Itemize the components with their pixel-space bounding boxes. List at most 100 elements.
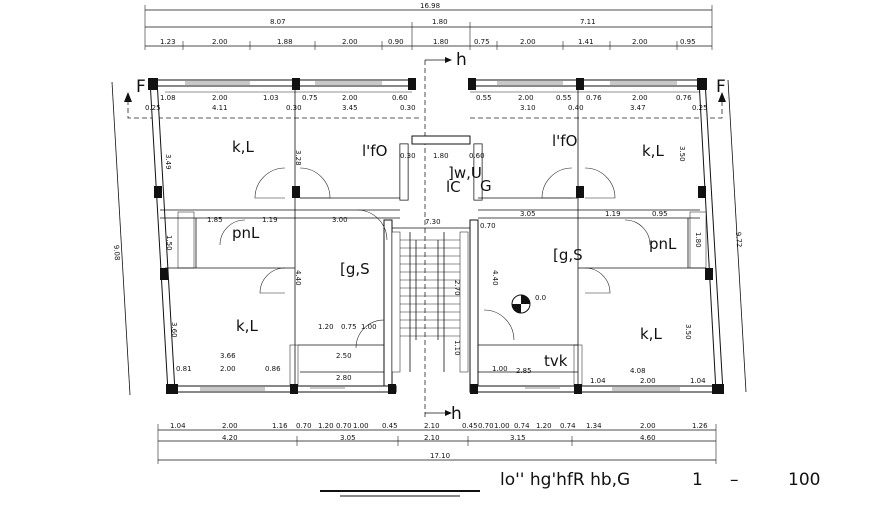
dim-top-seg-5: 0.90 — [388, 38, 404, 46]
dim-right-side: 9.72 — [734, 232, 743, 248]
idim-23: 1.19 — [262, 216, 278, 224]
idim-40: 1.20 — [318, 323, 334, 331]
bdim-8: 0.45 — [382, 422, 398, 430]
bdim-14: 1.20 — [536, 422, 552, 430]
idim-7: 0.55 — [476, 94, 492, 102]
section-mark-left: F — [136, 77, 146, 97]
idim-14: 4.11 — [212, 104, 228, 112]
idim-20: 3.47 — [630, 104, 646, 112]
dim-left-side: 9.08 — [112, 245, 121, 261]
bdim-13: 0.74 — [514, 422, 530, 430]
idim-10: 0.76 — [586, 94, 602, 102]
idim-29: 3.49 — [164, 154, 172, 170]
bdim-23: 4.60 — [640, 434, 656, 442]
interior-dimensions: 1.08 2.00 1.03 0.75 2.00 0.60 0.55 2.00 … — [145, 94, 708, 385]
room-lift: lC — [446, 178, 461, 196]
room-wc: ]w,U — [448, 164, 482, 182]
title-scale-b: 100 — [788, 470, 820, 490]
idim-39: 1.10 — [453, 340, 461, 356]
structural-columns — [148, 78, 724, 394]
room-bath-left: pnL — [232, 224, 260, 242]
idim-47: 2.00 — [220, 365, 236, 373]
idim-45: 2.85 — [516, 367, 532, 375]
idim-17: 0.30 — [400, 104, 416, 112]
title-scale-a: 1 — [692, 470, 703, 490]
dim-top-seg-2: 2.00 — [212, 38, 228, 46]
bdim-1: 1.04 — [170, 422, 186, 430]
room-bedroom-bottom-left: k,L — [236, 317, 258, 335]
dim-top-mid: 1.80 — [432, 18, 448, 26]
bdim-4: 0.70 — [296, 422, 312, 430]
idim-34: 3.60 — [170, 322, 178, 338]
side-dimensions: 9.08 9.72 — [111, 79, 747, 396]
idim-4: 0.75 — [302, 94, 318, 102]
idim-44: 2.80 — [336, 374, 352, 382]
windows — [185, 81, 680, 391]
bdim-3: 1.16 — [272, 422, 288, 430]
dim-top-seg-11: 0.95 — [680, 38, 696, 46]
idim-53: 1.04 — [690, 377, 706, 385]
bdim-15: 0.74 — [560, 422, 576, 430]
idim-9: 0.55 — [556, 94, 572, 102]
bdim-7: 1.00 — [353, 422, 369, 430]
bdim-20: 3.05 — [340, 434, 356, 442]
room-bedroom-bottom-right: k,L — [640, 325, 662, 343]
room-bedroom-top-right: k,L — [642, 142, 664, 160]
bdim-11: 0.70 — [478, 422, 494, 430]
section-line-h: h h — [424, 50, 467, 424]
idim-57: 0.60 — [469, 152, 485, 160]
section-h-top: h — [456, 50, 467, 70]
idim-26: 3.05 — [520, 210, 536, 218]
dim-top-left: 8.07 — [270, 18, 286, 26]
dim-top-seg-3: 1.88 — [277, 38, 293, 46]
idim-6: 0.60 — [392, 94, 408, 102]
door-swings — [219, 167, 651, 349]
bottom-dimension-chain: 1.04 2.00 1.16 0.70 1.20 0.70 1.00 0.45 … — [157, 422, 717, 464]
idim-38: 1.80 — [694, 232, 702, 248]
bdim-5: 1.20 — [318, 422, 334, 430]
dim-top-seg-9: 1.41 — [578, 38, 594, 46]
bdim-21: 2.10 — [424, 434, 440, 442]
room-lift-g: G — [480, 177, 492, 195]
dim-top-seg-1: 1.23 — [160, 38, 176, 46]
room-bath-right: pnL — [649, 235, 677, 253]
bdim-total: 17.10 — [430, 452, 450, 460]
bdim-2: 2.00 — [222, 422, 238, 430]
idim-15: 0.30 — [286, 104, 302, 112]
level-marker: 0.0 — [511, 294, 546, 314]
bdim-10: 0.45 — [462, 422, 478, 430]
room-bedroom-top-left: k,L — [232, 138, 254, 156]
idim-41: 0.75 — [341, 323, 357, 331]
dim-top-seg-6: 1.80 — [433, 38, 449, 46]
room-tvk: tvk — [544, 352, 568, 370]
idim-21: 0.25 — [692, 104, 708, 112]
hatched-walls — [177, 143, 707, 386]
top-dimension-chain: 16.98 8.07 1.80 7.11 1.23 2.00 1.88 2.00… — [144, 2, 713, 50]
idim-25: 7.30 — [425, 218, 441, 226]
title-text: lo'' hg'hfR hb,G — [500, 470, 630, 490]
stair-treads — [400, 239, 460, 337]
idim-28: 0.95 — [652, 210, 668, 218]
idim-54: 1.80 — [433, 152, 449, 160]
idim-49: 0.86 — [265, 365, 281, 373]
idim-8: 2.00 — [518, 94, 534, 102]
idim-32: 4.40 — [294, 270, 302, 286]
idim-16: 3.45 — [342, 104, 358, 112]
bdim-9: 2.10 — [424, 422, 440, 430]
idim-35: 3.50 — [684, 324, 692, 340]
dim-top-seg-8: 2.00 — [520, 38, 536, 46]
section-line-f: F F — [124, 77, 726, 119]
idim-37: 1.50 — [165, 235, 173, 251]
section-mark-right: F — [716, 77, 726, 97]
idim-48: 0.81 — [176, 365, 192, 373]
room-living-right: [g,S — [553, 246, 583, 264]
drawing-title: lo'' hg'hfR hb,G 1 – 100 — [320, 470, 820, 497]
level-value: 0.0 — [535, 294, 546, 302]
idim-36: 2.70 — [453, 280, 461, 296]
bdim-17: 2.00 — [640, 422, 656, 430]
idim-43: 2.50 — [336, 352, 352, 360]
idim-51: 2.00 — [640, 377, 656, 385]
idim-56: 1.00 — [492, 365, 508, 373]
idim-3: 1.03 — [263, 94, 279, 102]
